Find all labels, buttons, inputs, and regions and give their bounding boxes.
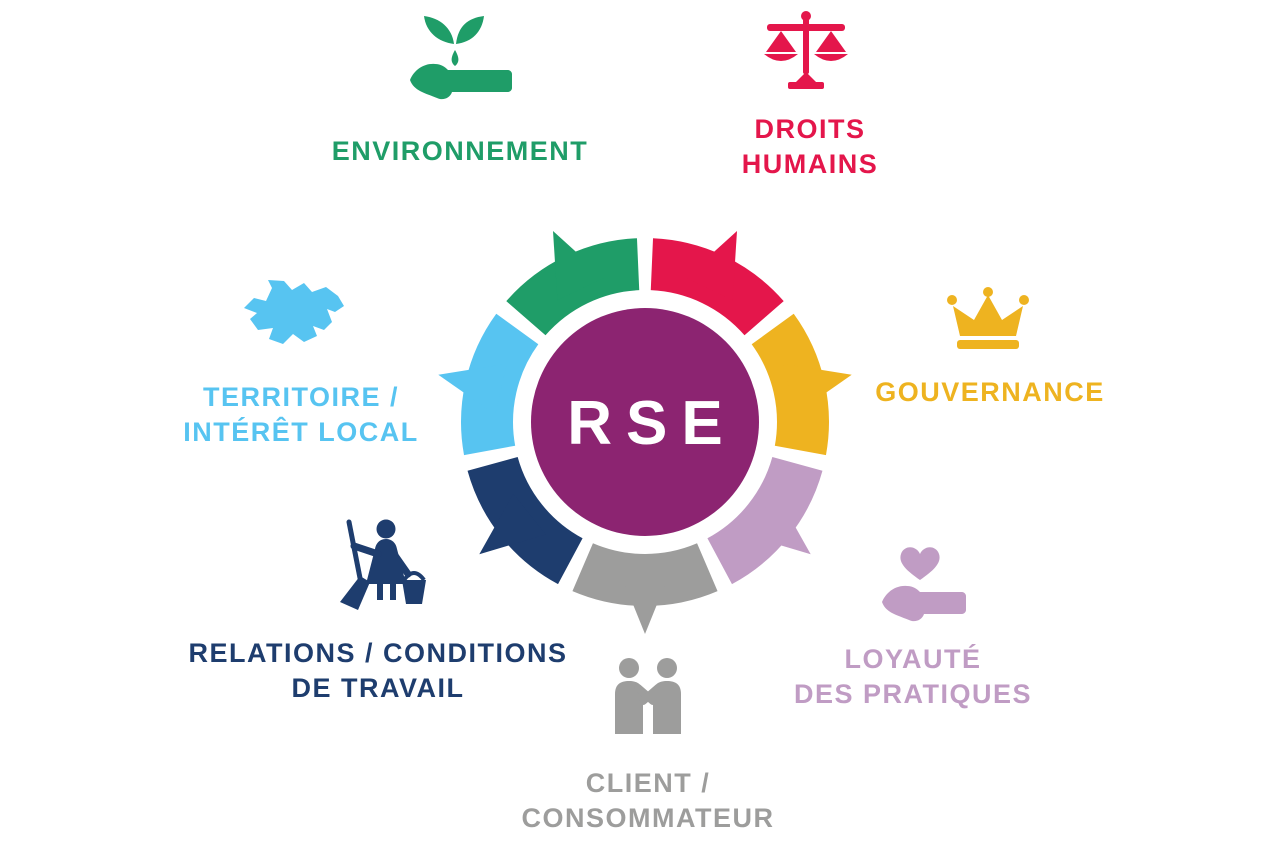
hand-heart-icon	[882, 547, 966, 622]
label-line: CLIENT /	[585, 768, 711, 798]
ring-arrow-gouvernance	[783, 363, 852, 415]
cleaning-person-icon	[340, 519, 426, 610]
label-relations-conditions: RELATIONS / CONDITIONS DE TRAVAIL	[168, 636, 588, 706]
region-map-icon	[244, 280, 344, 344]
label-line: DES PRATIQUES	[793, 679, 1033, 709]
justice-scales-icon	[764, 11, 848, 89]
label-droits-humains: DROITS HUMAINS	[600, 112, 1020, 182]
label-line: CONSOMMATEUR	[521, 803, 775, 833]
rse-center-circle	[531, 308, 759, 536]
label-line: ENVIRONNEMENT	[331, 136, 589, 166]
rse-center-label: RSE	[567, 389, 737, 458]
label-line: DROITS	[754, 114, 866, 144]
label-environnement: ENVIRONNEMENT	[250, 134, 670, 169]
label-client-consommateur: CLIENT / CONSOMMATEUR	[438, 766, 858, 836]
label-line: GOUVERNANCE	[875, 377, 1105, 407]
ring-arrow-environnement	[553, 231, 605, 301]
label-line: DE TRAVAIL	[291, 673, 465, 703]
label-line: LOYAUTÉ	[844, 644, 982, 674]
rse-wheel	[438, 231, 852, 634]
label-line: RELATIONS / CONDITIONS	[188, 638, 568, 668]
ring-arrow-relations	[479, 493, 546, 555]
label-gouvernance: GOUVERNANCE	[780, 375, 1200, 410]
ring-arrow-loyaute	[744, 493, 811, 555]
crown-icon	[947, 287, 1029, 349]
label-line: INTÉRÊT LOCAL	[183, 417, 419, 447]
label-loyaute-des-pratiques: LOYAUTÉ DES PRATIQUES	[703, 642, 1123, 712]
ring-arrow-client	[619, 569, 671, 634]
label-territoire-interet-local: TERRITOIRE / INTÉRÊT LOCAL	[91, 380, 511, 450]
label-line: TERRITOIRE /	[202, 382, 400, 412]
ring-arrow-territoire	[438, 363, 507, 415]
handshake-icon	[615, 658, 681, 734]
hand-plant-icon	[410, 16, 512, 100]
ring-arrow-droits-humains	[685, 231, 737, 301]
label-line: HUMAINS	[741, 149, 879, 179]
